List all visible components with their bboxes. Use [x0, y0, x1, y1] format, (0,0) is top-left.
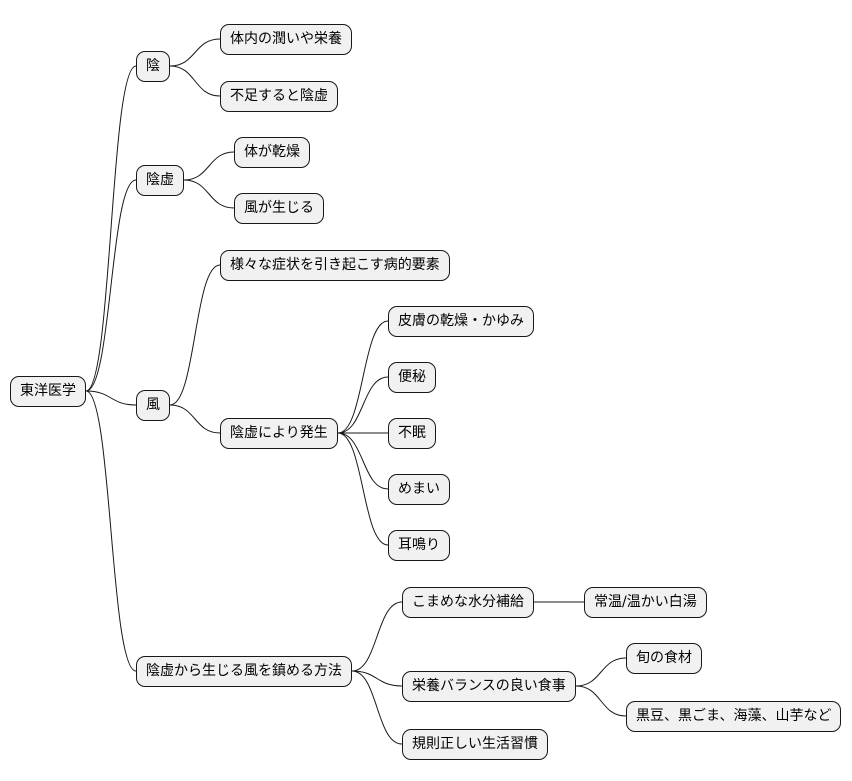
node-yin-deficient: 不足すると陰虚: [220, 81, 338, 112]
node-lifestyle: 規則正しい生活習慣: [402, 729, 548, 760]
edge-yindef-child-1: [183, 151, 235, 181]
node-hydration-detail: 常温/温かい白湯: [584, 587, 707, 618]
edge-wind-description: [169, 264, 221, 406]
node-yin-deficiency: 陰虚: [136, 165, 184, 196]
edge-root-wind: [85, 390, 137, 406]
edge-nutrition-detail-1: [575, 657, 627, 687]
node-wind-cause: 陰虚により発生: [220, 418, 338, 449]
node-nutrition-seasonal: 旬の食材: [626, 643, 702, 674]
node-body-dry: 体が乾燥: [234, 137, 310, 168]
node-wind-description: 様々な症状を引き起こす病的要素: [220, 250, 450, 281]
edge-root-methods: [85, 390, 137, 672]
edge-yin-child-2: [169, 65, 221, 97]
node-wind-arises: 風が生じる: [234, 193, 324, 224]
edge-yin-child-1: [169, 38, 221, 67]
node-nutrition: 栄養バランスの良い食事: [402, 671, 576, 702]
edge-root-yin: [85, 65, 137, 392]
edge-root-yin-deficiency: [85, 179, 137, 392]
node-yin-moisture: 体内の潤いや栄養: [220, 24, 352, 55]
edge-symptom-1: [337, 320, 389, 434]
node-hydration: こまめな水分補給: [402, 587, 534, 618]
edge-methods-hydration: [351, 601, 403, 672]
edge-yindef-child-2: [183, 179, 235, 209]
node-symptom-dizziness: めまい: [388, 474, 450, 505]
edge-symptom-2: [337, 376, 389, 434]
node-yin: 陰: [136, 51, 170, 82]
node-symptom-tinnitus: 耳鳴り: [388, 530, 450, 561]
node-wind: 風: [136, 390, 170, 421]
node-nutrition-foods: 黒豆、黒ごま、海藻、山芋など: [626, 701, 842, 732]
edge-wind-cause: [169, 404, 221, 434]
node-symptom-constipation: 便秘: [388, 362, 436, 393]
edge-methods-lifestyle: [351, 670, 403, 745]
edge-nutrition-detail-2: [575, 685, 627, 717]
node-methods: 陰虚から生じる風を鎮める方法: [136, 656, 352, 687]
node-symptom-skin: 皮膚の乾燥・かゆみ: [388, 306, 534, 337]
edge-symptom-4: [337, 432, 389, 490]
edge-methods-nutrition: [351, 670, 403, 687]
edge-symptom-5: [337, 432, 389, 546]
node-symptom-insomnia: 不眠: [388, 418, 436, 449]
node-root: 東洋医学: [10, 376, 86, 407]
